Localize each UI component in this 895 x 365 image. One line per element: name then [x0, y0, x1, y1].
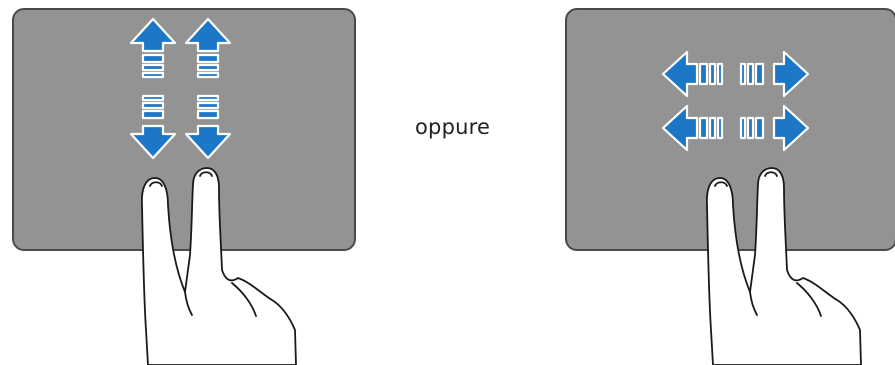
arrow-right-icon: [739, 50, 810, 98]
touchpad-left: [12, 8, 356, 251]
arrow-down-icon: [129, 94, 177, 160]
two-finger-hand-icon: [141, 167, 297, 365]
arrow-down-icon: [184, 94, 232, 160]
horizontal-scroll-gesture: [565, 8, 895, 365]
vertical-scroll-gesture: [12, 8, 356, 365]
two-finger-hand-icon: [706, 167, 862, 365]
arrow-left-icon: [661, 50, 724, 98]
arrow-up-icon: [129, 17, 177, 79]
arrow-left-icon: [661, 104, 724, 152]
connector-label: oppure: [415, 115, 491, 139]
arrow-right-icon: [739, 104, 810, 152]
arrow-up-icon: [184, 17, 232, 79]
